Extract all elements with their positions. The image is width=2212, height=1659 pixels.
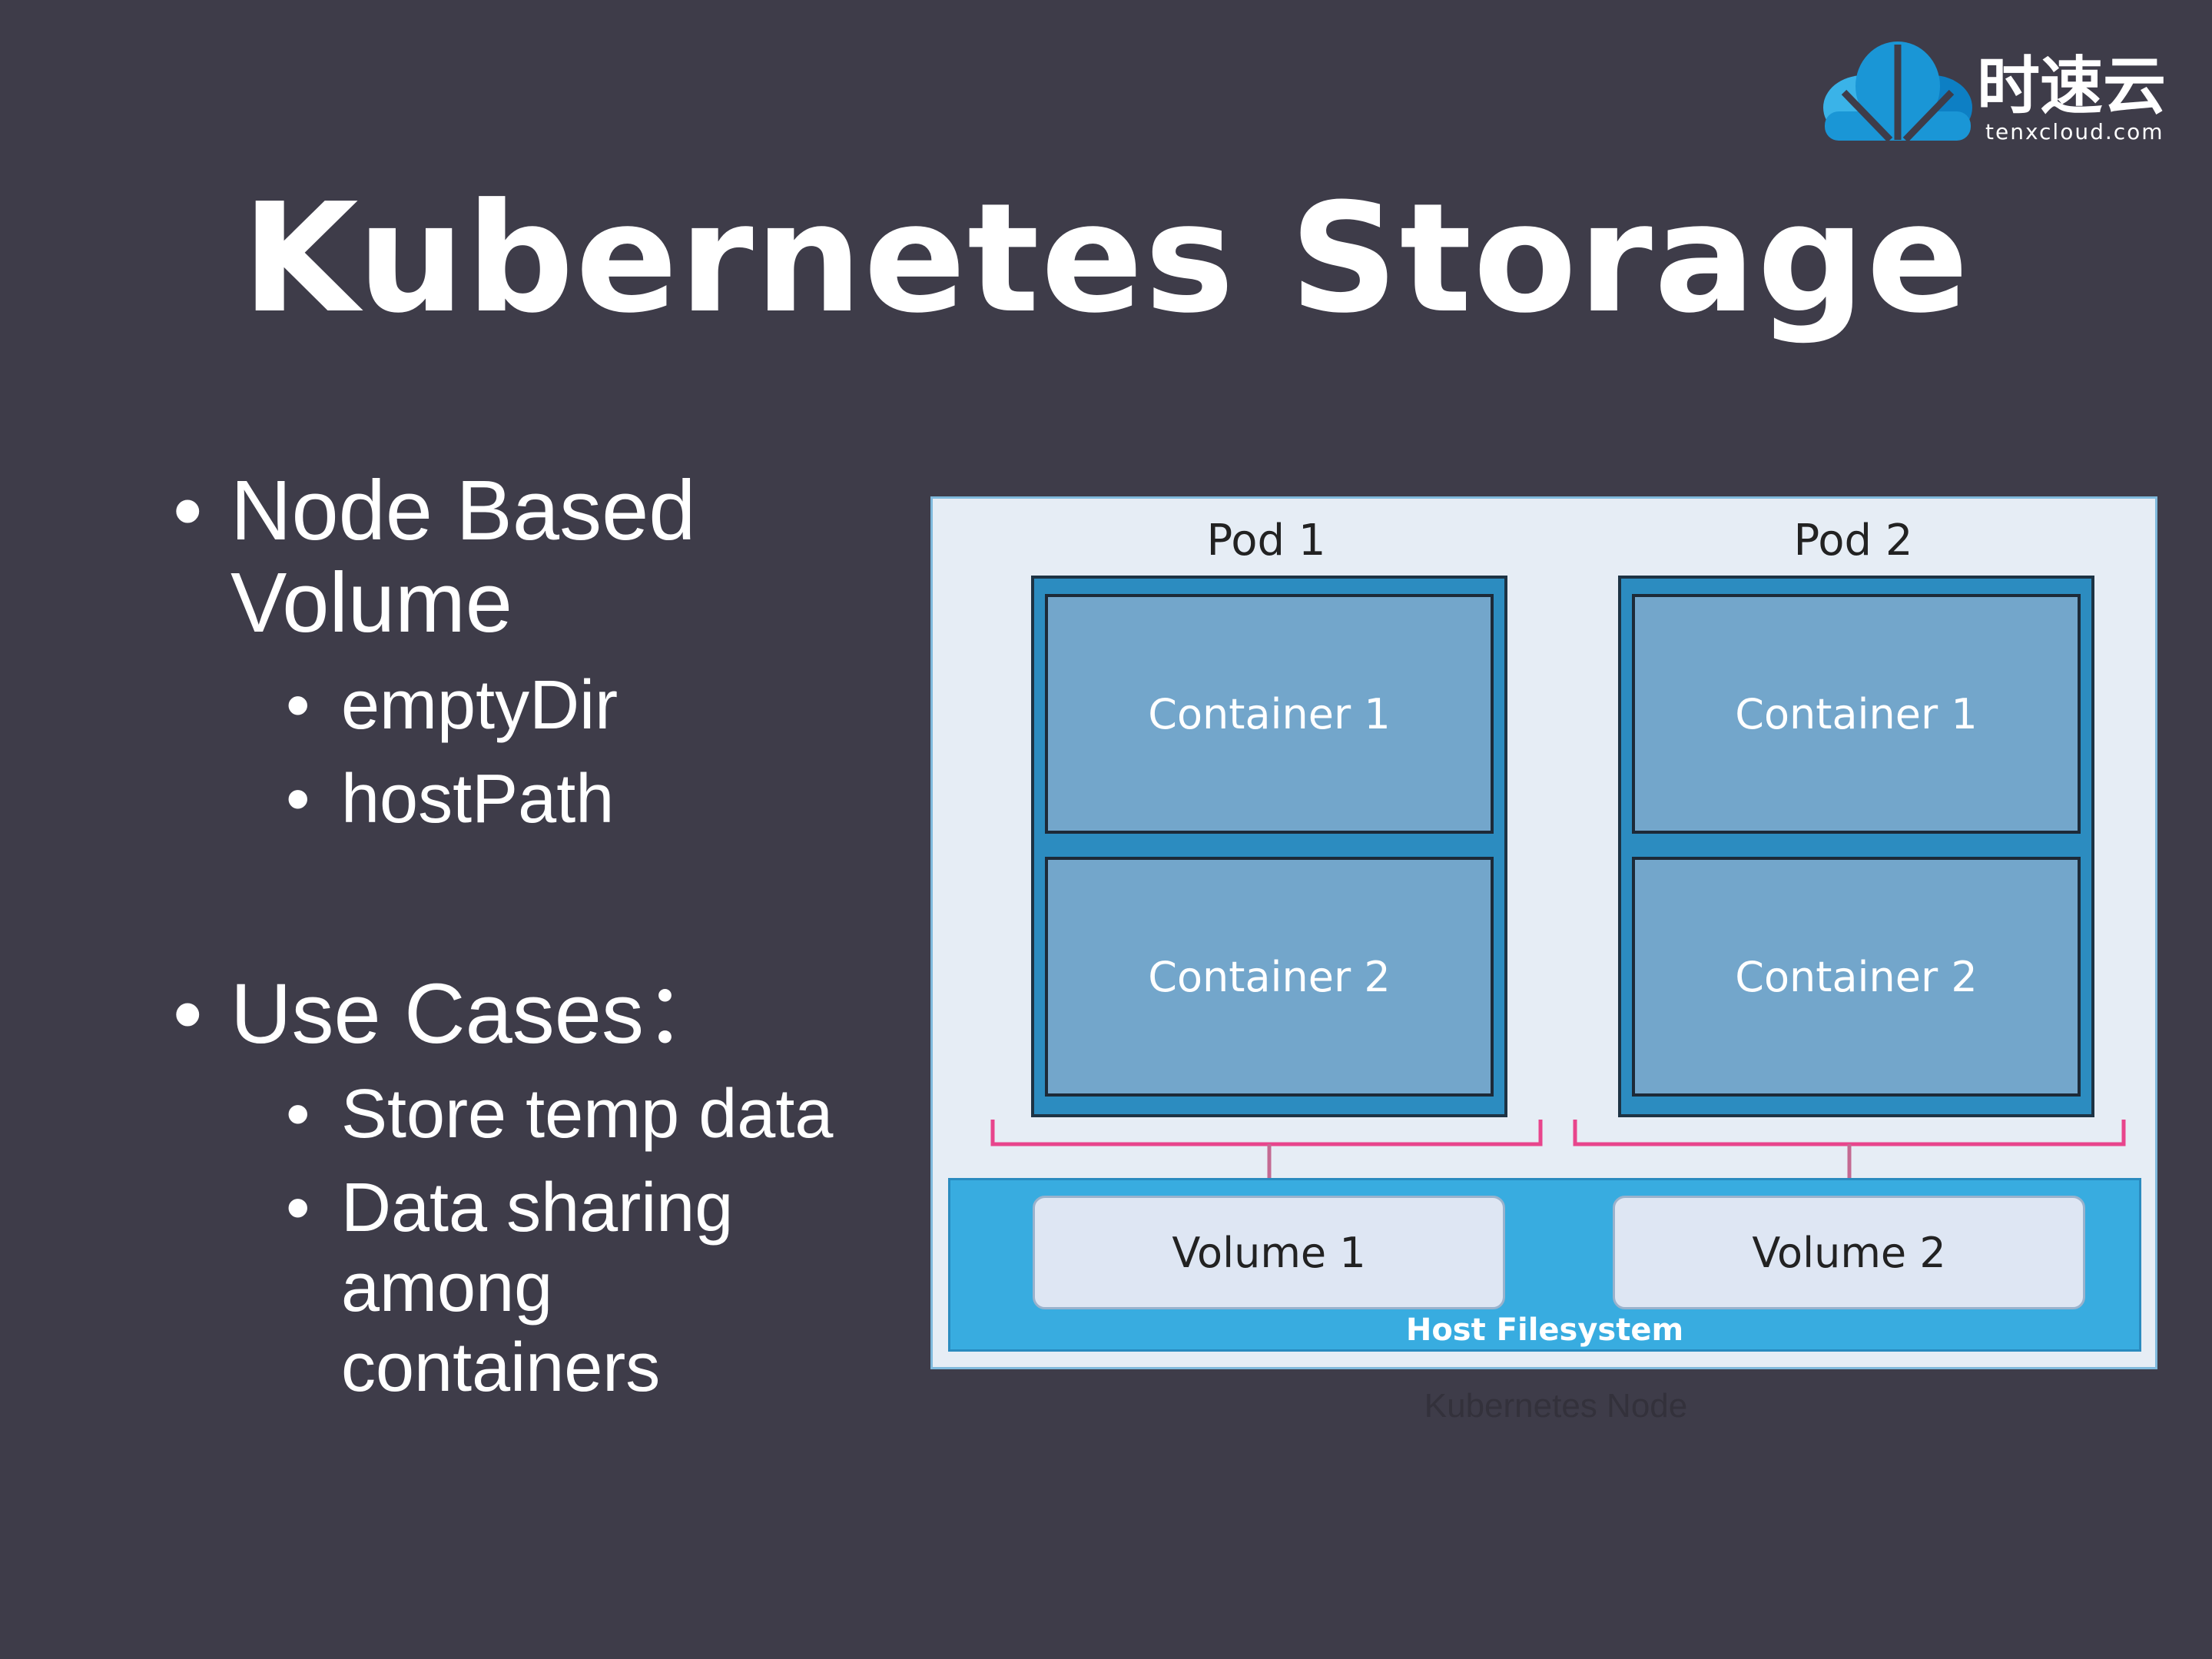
logo-domain: tenxcloud.com [1985,119,2164,144]
bullet-dot: • [286,1170,310,1246]
volume-2: Volume 2 [1613,1196,2085,1309]
kubernetes-node-caption: Kubernetes Node [1424,1387,1688,1425]
bullet-line: Data sharing [341,1170,734,1246]
bullet-line: containers [341,1329,661,1406]
cloud-logo-icon [1823,41,1972,143]
slide-title: Kubernetes Storage [241,171,1971,347]
volume-1: Volume 1 [1033,1196,1505,1309]
pod-1-label: Pod 1 [1206,516,1326,566]
pod-1-container-2: Container 2 [1045,857,1494,1097]
bullet-line: Volume [230,556,512,650]
bullet-dot: • [173,967,203,1061]
volume-connector-brackets [990,1120,2126,1194]
pod-2-container-2: Container 2 [1632,857,2081,1097]
host-filesystem-label: Host Filesystem [1405,1312,1684,1348]
pod-2-label: Pod 2 [1793,516,1913,566]
tenxcloud-logo: 时速云 tenxcloud.com [1821,38,2174,154]
bullet-dot: • [173,463,203,558]
kubernetes-node-diagram: Pod 1 Pod 2 Container 1 Container 2 Cont… [930,496,2157,1369]
bullet-dot: • [286,667,310,744]
bullet-line: among [341,1249,553,1326]
pod-2: Container 1 Container 2 [1618,576,2094,1117]
bullet-line: Node Based [230,463,696,558]
host-filesystem: Volume 1 Volume 2 Host Filesystem [948,1178,2141,1352]
bullet-dot: • [286,1076,310,1153]
pod-1: Container 1 Container 2 [1031,576,1507,1117]
logo-chinese-name: 时速云 [1977,50,2167,123]
pod-1-container-1: Container 1 [1045,594,1494,834]
bullet-dot: • [286,761,310,838]
pod-2-container-1: Container 1 [1632,594,2081,834]
